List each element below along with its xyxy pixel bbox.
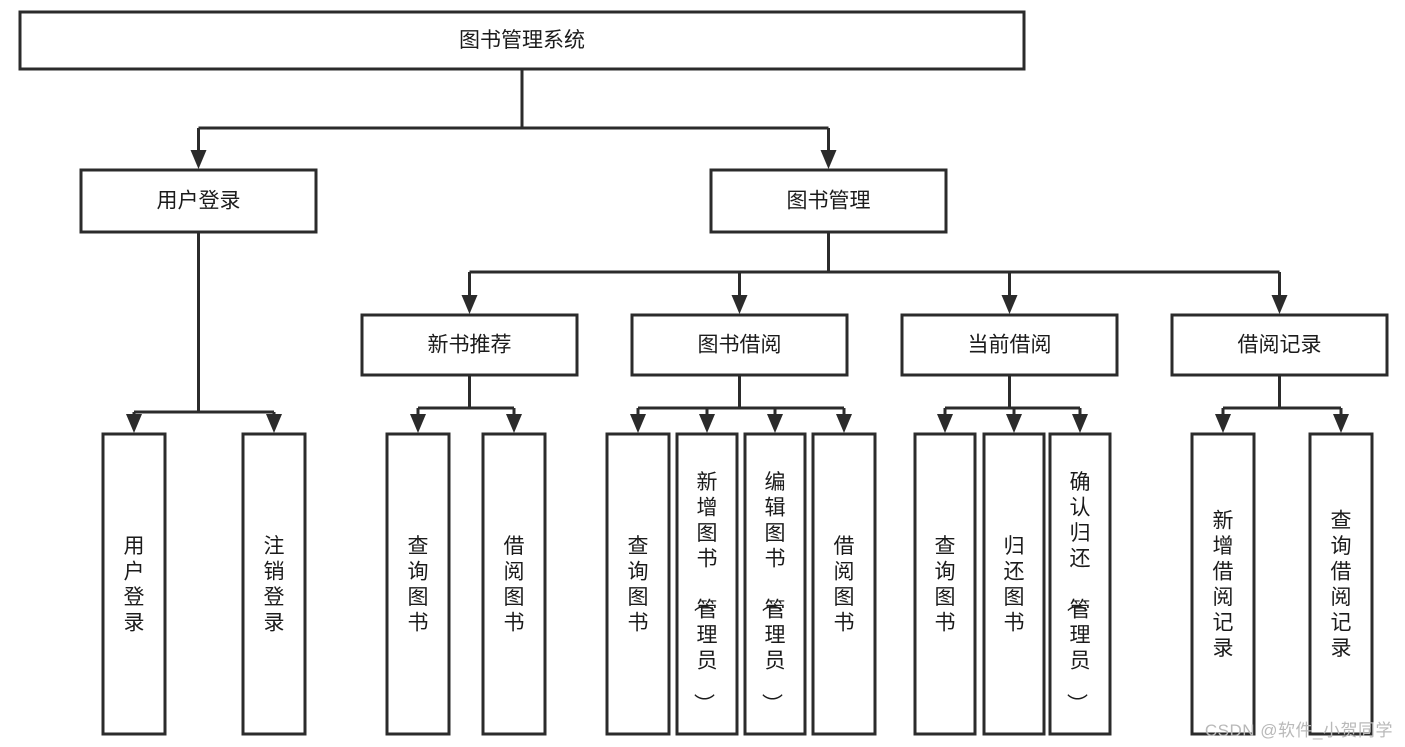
edge-group-l3_1: [630, 375, 852, 433]
node-root[interactable]: 图书管理系统: [18, 10, 1026, 71]
node-leaf_11[interactable]: 新增借阅记录: [1190, 432, 1256, 736]
node-label: 查询图书: [935, 535, 956, 635]
node-label: 图书管理: [787, 190, 871, 213]
node-label: 归还图书: [1004, 535, 1025, 635]
node-l2_1[interactable]: 图书管理: [709, 168, 948, 234]
edge-group-l2_0: [126, 232, 282, 433]
node-leaf_8[interactable]: 查询图书: [913, 432, 977, 736]
node-l3_0[interactable]: 新书推荐: [360, 313, 579, 377]
node-label: 查询图书: [408, 535, 429, 635]
node-l3_3[interactable]: 借阅记录: [1170, 313, 1389, 377]
node-label: 借阅记录: [1238, 334, 1322, 357]
node-leaf_6[interactable]: 编辑图书（管理员）: [743, 432, 807, 736]
node-label: 编辑图书（管理员）: [760, 471, 786, 714]
edge-group-l3_3: [1215, 375, 1349, 433]
edge-group-l3_0: [410, 375, 522, 433]
node-label: 图书借阅: [698, 334, 782, 357]
node-label: 新增图书（管理员）: [692, 471, 718, 714]
node-leaf_5[interactable]: 新增图书（管理员）: [675, 432, 739, 736]
watermark-label: CSDN @软件_小贺同学: [1204, 721, 1393, 740]
node-leaf_10[interactable]: 确认归还（管理员）: [1048, 432, 1112, 736]
edges-layer: [126, 69, 1349, 433]
node-leaf_9[interactable]: 归还图书: [982, 432, 1046, 736]
node-leaf_7[interactable]: 借阅图书: [811, 432, 877, 736]
node-leaf_4[interactable]: 查询图书: [605, 432, 671, 736]
node-label: 查询借阅记录: [1331, 509, 1352, 660]
node-label: 查询图书: [628, 535, 649, 635]
node-label: 用户登录: [157, 190, 241, 213]
edge-group-l3_2: [937, 375, 1088, 433]
edge-group-l2_1: [461, 232, 1288, 314]
node-label: 注销登录: [264, 535, 285, 635]
edge-group-root: [190, 69, 837, 169]
node-label: 当前借阅: [968, 334, 1052, 357]
node-label: 新书推荐: [428, 334, 512, 357]
nodes-layer: 图书管理系统用户登录图书管理新书推荐图书借阅当前借阅借阅记录用户登录注销登录查询…: [18, 10, 1389, 736]
node-label: 新增借阅记录: [1213, 509, 1234, 660]
node-l3_2[interactable]: 当前借阅: [900, 313, 1119, 377]
node-label: 图书管理系统: [459, 29, 585, 52]
node-leaf_2[interactable]: 查询图书: [385, 432, 451, 736]
node-leaf_12[interactable]: 查询借阅记录: [1308, 432, 1374, 736]
node-leaf_0[interactable]: 用户登录: [101, 432, 167, 736]
node-label: 借阅图书: [504, 535, 525, 635]
node-label: 用户登录: [124, 535, 145, 635]
node-leaf_1[interactable]: 注销登录: [241, 432, 307, 736]
node-label: 借阅图书: [834, 535, 855, 635]
node-label: 确认归还（管理员）: [1065, 471, 1091, 714]
node-leaf_3[interactable]: 借阅图书: [481, 432, 547, 736]
node-l3_1[interactable]: 图书借阅: [630, 313, 849, 377]
node-l2_0[interactable]: 用户登录: [79, 168, 318, 234]
